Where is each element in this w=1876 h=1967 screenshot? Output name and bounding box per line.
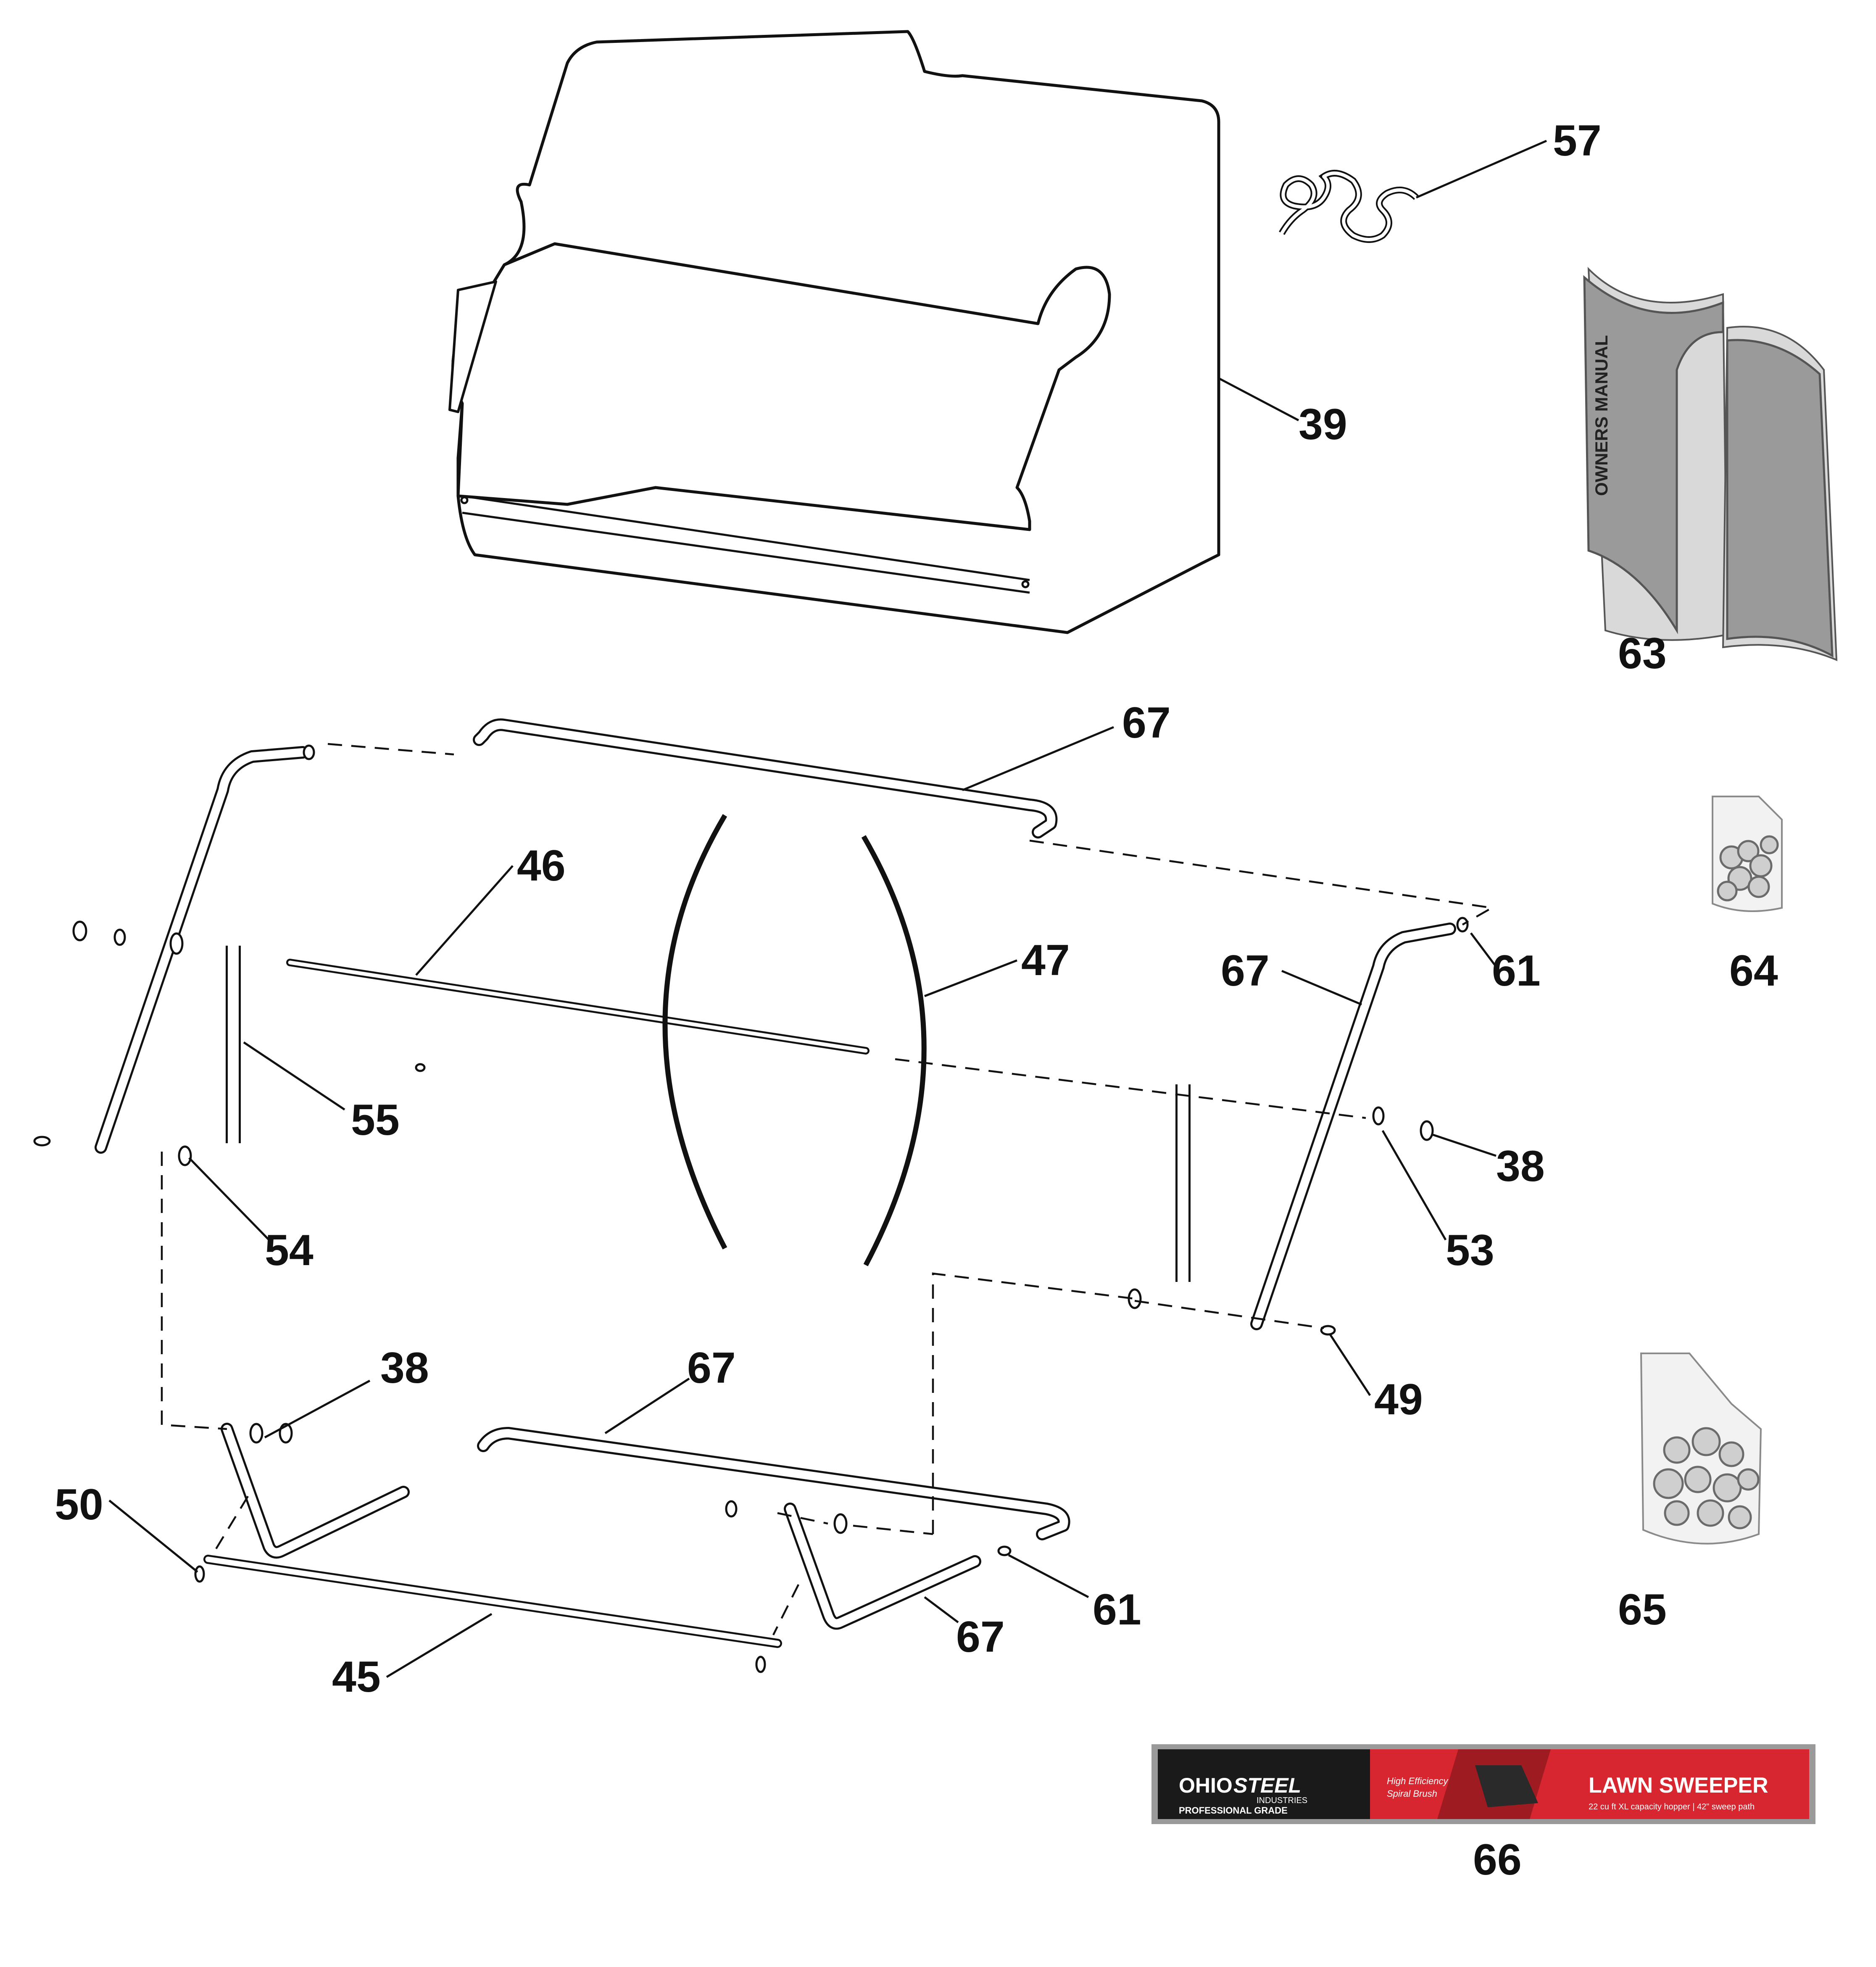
callout-66: 66: [1473, 1835, 1522, 1884]
callout-49: 49: [1374, 1375, 1423, 1424]
callout-61-lower: 61: [1093, 1585, 1141, 1634]
callout-45: 45: [332, 1653, 381, 1701]
decal-feature-2: Spiral Brush: [1387, 1788, 1437, 1799]
callout-65: 65: [1618, 1585, 1667, 1634]
svg-text:OWNERS MANUAL: OWNERS MANUAL: [1591, 335, 1611, 496]
callout-50: 50: [55, 1480, 103, 1529]
left-lower-frame-rod-67: [221, 1423, 410, 1559]
hardware-bag-part-64: [1712, 796, 1783, 912]
small-hardware: [33, 744, 1469, 1673]
axle-rod-46: [286, 959, 869, 1055]
owners-manual-part-63: OWNERS MANUAL: [1583, 266, 1838, 662]
decal-spec: 22 cu ft XL capacity hopper | 42" sweep …: [1589, 1802, 1755, 1811]
decal-brand-sub: INDUSTRIES: [1257, 1796, 1307, 1805]
callout-39: 39: [1299, 400, 1347, 449]
callout-labels: 39 57 63 67 46 47 67 61 64 55 38 54 53 3…: [55, 116, 1778, 1884]
callout-67-right: 67: [1221, 947, 1270, 995]
assembly-guide-lines: [161, 743, 1495, 1636]
callout-67-bottom: 67: [956, 1613, 1005, 1661]
callout-47: 47: [1021, 936, 1070, 985]
callout-61-upper: 61: [1492, 947, 1541, 995]
right-lower-frame-rod-67: [784, 1503, 981, 1630]
callout-55: 55: [351, 1096, 400, 1144]
spring-part-57: [1279, 170, 1419, 243]
callout-63: 63: [1618, 629, 1667, 678]
brace-rod-45: [203, 1555, 782, 1648]
callout-53: 53: [1446, 1226, 1494, 1275]
manual-cover-label: OWNERS MANUAL: [1591, 335, 1611, 496]
spiral-brush-part-47: [662, 814, 927, 1266]
decal-brand-b: STEEL: [1233, 1774, 1301, 1797]
upper-rear-frame-rod-67: [473, 718, 1058, 838]
callout-64: 64: [1729, 947, 1778, 995]
callout-54: 54: [265, 1226, 314, 1275]
decal-brand-a: OHIO: [1179, 1774, 1233, 1797]
hopper-part-39: [448, 30, 1220, 634]
decal-product: LAWN SWEEPER: [1589, 1773, 1768, 1798]
lower-front-frame-rod-67: [477, 1427, 1070, 1540]
callout-46: 46: [517, 841, 566, 890]
callout-38-left: 38: [380, 1344, 429, 1392]
callout-67-lower: 67: [687, 1344, 736, 1392]
decal-grade: PROFESSIONAL GRADE: [1179, 1805, 1288, 1816]
hardware-bag-part-65: [1640, 1353, 1762, 1545]
right-upright-rod-67: [1250, 923, 1456, 1330]
left-upright-rod-67: [95, 746, 309, 1154]
callout-57: 57: [1553, 116, 1602, 165]
callout-38-right: 38: [1496, 1142, 1545, 1191]
callout-67-upper: 67: [1122, 699, 1171, 747]
callout-leaders: [108, 140, 1547, 1678]
decal-part-66: OHIO STEEL INDUSTRIES PROFESSIONAL GRADE…: [1151, 1744, 1815, 1824]
decal-feature-1: High Efficiency: [1387, 1776, 1449, 1786]
